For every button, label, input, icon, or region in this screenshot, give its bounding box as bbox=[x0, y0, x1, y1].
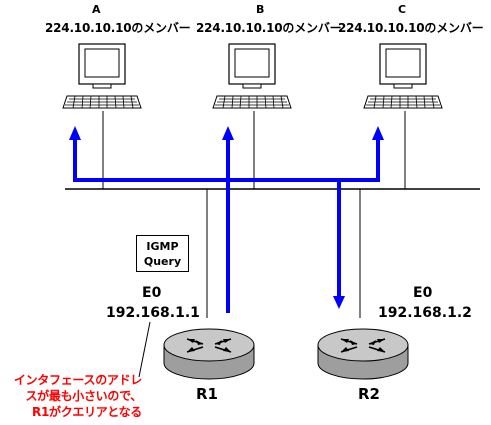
igmp-line-2: Query bbox=[143, 255, 182, 268]
multicast-flow-arrows bbox=[73, 135, 380, 313]
note-line-2: スが最も小さいので、 bbox=[25, 389, 142, 403]
arrow-to-host-b bbox=[222, 126, 234, 140]
host-a-computer-icon bbox=[62, 43, 142, 109]
arrow-to-r2 bbox=[333, 296, 345, 309]
r2-interface-label: E0 bbox=[413, 285, 433, 301]
arrow-to-host-a bbox=[69, 126, 81, 140]
host-c-computer-icon bbox=[363, 43, 443, 109]
note-line-1: インタフェースのアドレ bbox=[13, 373, 142, 387]
router-r1-name: R1 bbox=[196, 385, 218, 403]
host-c-member-label: 224.10.10.10のメンバー bbox=[338, 21, 484, 35]
r2-ip-label: 192.168.1.2 bbox=[378, 305, 472, 321]
host-a-label: A bbox=[92, 3, 101, 16]
querier-explanation-note: インタフェースのアドレ スが最も小さいので、 R1がクエリアとなる bbox=[6, 372, 142, 420]
r1-interface-label: E0 bbox=[142, 285, 162, 301]
host-c-label: C bbox=[398, 3, 407, 16]
igmp-line-1: IGMP bbox=[146, 240, 179, 253]
router-r2-icon bbox=[317, 328, 409, 380]
router-r2-name: R2 bbox=[358, 385, 380, 403]
router-r1-icon bbox=[163, 328, 255, 380]
host-b-member-label: 224.10.10.10のメンバー bbox=[196, 21, 342, 35]
note-pointer-line bbox=[138, 321, 151, 378]
note-line-3: R1がクエリアとなる bbox=[32, 405, 142, 419]
r1-ip-label: 192.168.1.1 bbox=[106, 305, 200, 321]
igmp-query-box: IGMP Query bbox=[136, 235, 189, 272]
host-a-member-label: 224.10.10.10のメンバー bbox=[45, 21, 191, 35]
host-b-label: B bbox=[256, 3, 265, 16]
host-b-computer-icon bbox=[212, 43, 292, 109]
arrow-to-host-c bbox=[372, 126, 384, 140]
